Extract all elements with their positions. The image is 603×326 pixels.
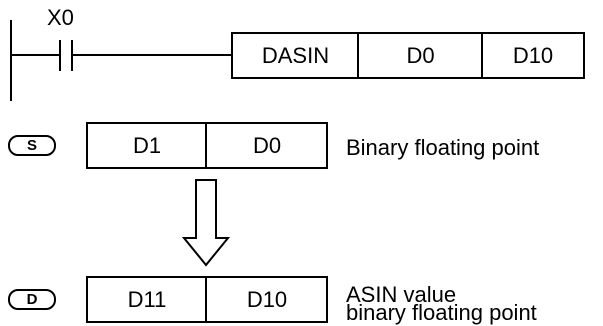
instruction-box <box>231 32 585 79</box>
source-description: Binary floating point <box>346 135 540 160</box>
source-operand: D0 <box>406 43 435 68</box>
down-arrow-icon <box>181 179 231 267</box>
dest-high-word: D11 <box>127 287 167 312</box>
dest-badge: D <box>8 289 56 310</box>
instruction-name: DASIN <box>261 43 330 68</box>
contact-label: X0 <box>47 5 74 30</box>
dest-operand: D10 <box>512 43 554 68</box>
dest-description-line1: ASIN value <box>346 282 457 307</box>
source-low-word: D0 <box>252 133 282 158</box>
dest-description-line2: binary floating point <box>346 300 537 325</box>
source-high-word: D1 <box>132 133 162 158</box>
source-badge: S <box>8 135 56 156</box>
dest-low-word: D10 <box>246 287 288 312</box>
